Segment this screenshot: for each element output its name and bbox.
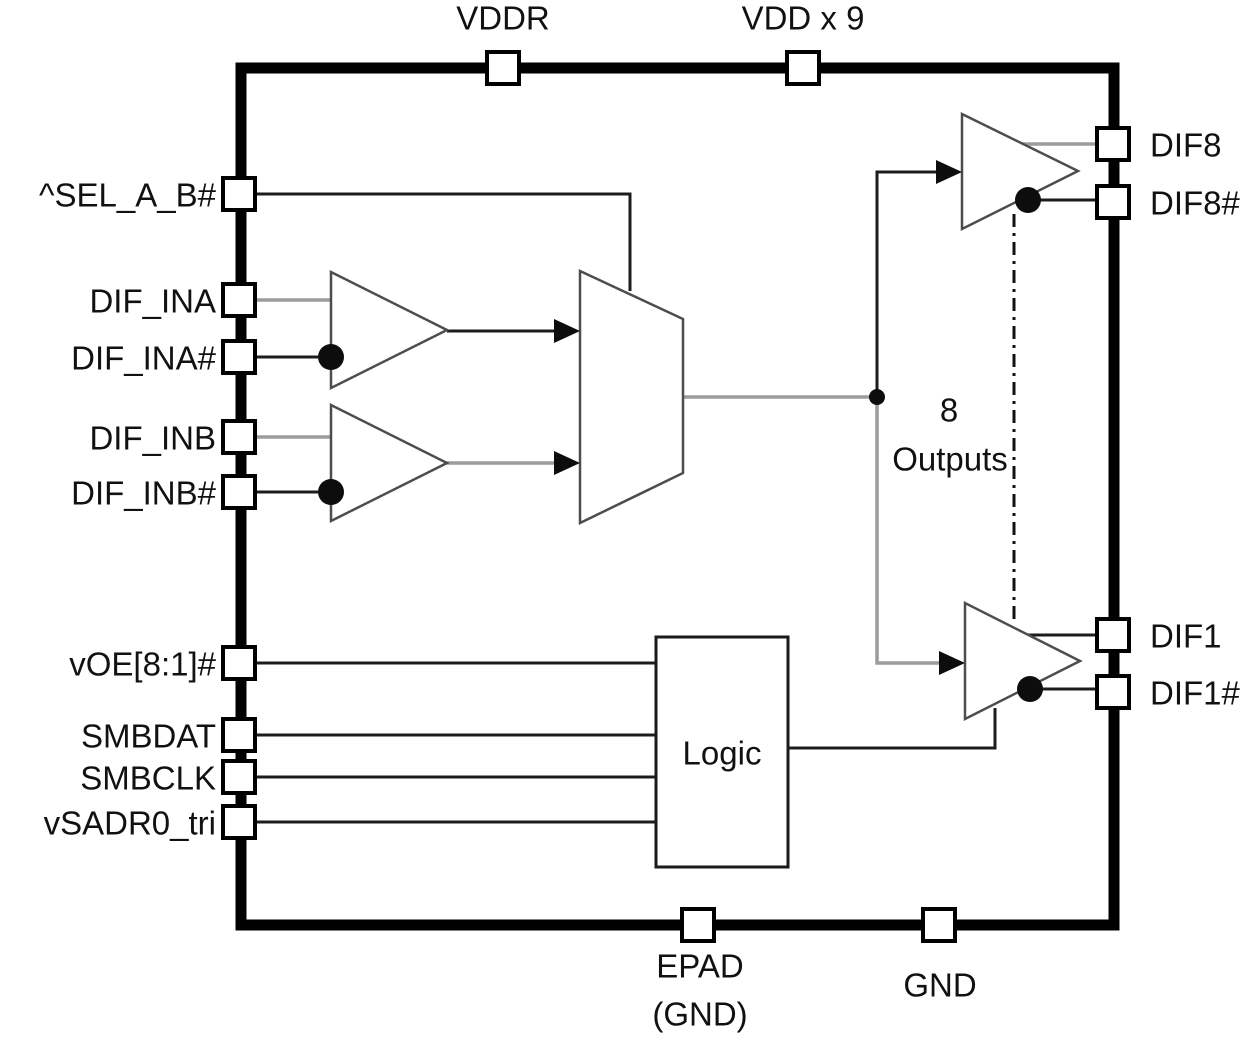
- pin-dif8: [1095, 126, 1131, 162]
- input-buffer-a: [329, 269, 450, 391]
- pin-label-epad-gnd: (GND): [652, 996, 747, 1033]
- arrow-buffer-dif8-in-icon: [936, 160, 962, 184]
- pin-label-epad: EPAD: [656, 948, 743, 985]
- pin-label-vdd-x9: VDD x 9: [742, 0, 865, 37]
- outputs-count-label: 8: [940, 392, 958, 429]
- pin-dif8-n: [1095, 184, 1131, 220]
- inversion-bubble-dif-ina-n: [318, 344, 344, 370]
- pin-dif-inb-n: [221, 474, 257, 510]
- pin-vdd-x9: [785, 50, 821, 86]
- wire-logic-out: [788, 708, 997, 750]
- pin-vsadr0-tri: [221, 804, 257, 840]
- wire-trunk-upper: [875, 170, 940, 399]
- pin-label-dif8-n: DIF8#: [1150, 185, 1241, 222]
- arrow-mux-in-b-icon: [554, 451, 580, 475]
- pin-label-smbclk: SMBCLK: [80, 760, 216, 797]
- pin-label-dif-ina-n: DIF_INA#: [71, 340, 217, 377]
- pin-label-smbdat: SMBDAT: [81, 718, 216, 755]
- inversion-bubble-dif1-n: [1017, 676, 1043, 702]
- logic-label: Logic: [683, 735, 762, 772]
- pin-vddr: [485, 50, 521, 86]
- pin-dif-ina-n: [221, 339, 257, 375]
- pin-voe: [221, 645, 257, 681]
- pin-label-dif8: DIF8: [1150, 127, 1222, 164]
- mux: [578, 269, 685, 525]
- pin-label-vddr: VDDR: [456, 0, 550, 37]
- pin-smbclk: [221, 759, 257, 795]
- output-buffer-dif1: [963, 600, 1083, 722]
- pin-label-sel-a-b: ^SEL_A_B#: [39, 177, 217, 214]
- pin-label-dif-inb: DIF_INB: [89, 420, 216, 457]
- pin-label-voe: vOE[8:1]#: [69, 646, 216, 683]
- input-buffer-b: [329, 402, 450, 524]
- inversion-bubble-dif8-n: [1015, 187, 1041, 213]
- pin-dif1: [1095, 617, 1131, 653]
- pin-epad: [680, 907, 716, 943]
- pin-label-dif-inb-n: DIF_INB#: [71, 475, 217, 512]
- pin-sel-a-b: [221, 176, 257, 212]
- pin-label-gnd: GND: [903, 967, 976, 1004]
- output-buffer-dif8: [960, 111, 1081, 232]
- pin-dif-inb: [221, 419, 257, 455]
- wire-sel-a-b: [255, 192, 632, 291]
- outputs-word-label: Outputs: [892, 441, 1008, 478]
- pin-label-dif1-n: DIF1#: [1150, 675, 1241, 712]
- pin-label-dif-ina: DIF_INA: [89, 283, 216, 320]
- inversion-bubble-dif-inb-n: [318, 479, 344, 505]
- pin-dif-ina: [221, 282, 257, 318]
- junction-dot: [869, 389, 885, 405]
- pin-dif1-n: [1095, 674, 1131, 710]
- arrow-mux-in-a-icon: [554, 319, 580, 343]
- wire-trunk-lower: [875, 397, 942, 665]
- pin-smbdat: [221, 717, 257, 753]
- arrow-buffer-dif1-in-icon: [939, 651, 965, 675]
- pin-label-dif1: DIF1: [1150, 618, 1222, 655]
- pin-label-vsadr0-tri: vSADR0_tri: [44, 805, 216, 842]
- pin-gnd: [921, 907, 957, 943]
- logic-block: [654, 635, 790, 869]
